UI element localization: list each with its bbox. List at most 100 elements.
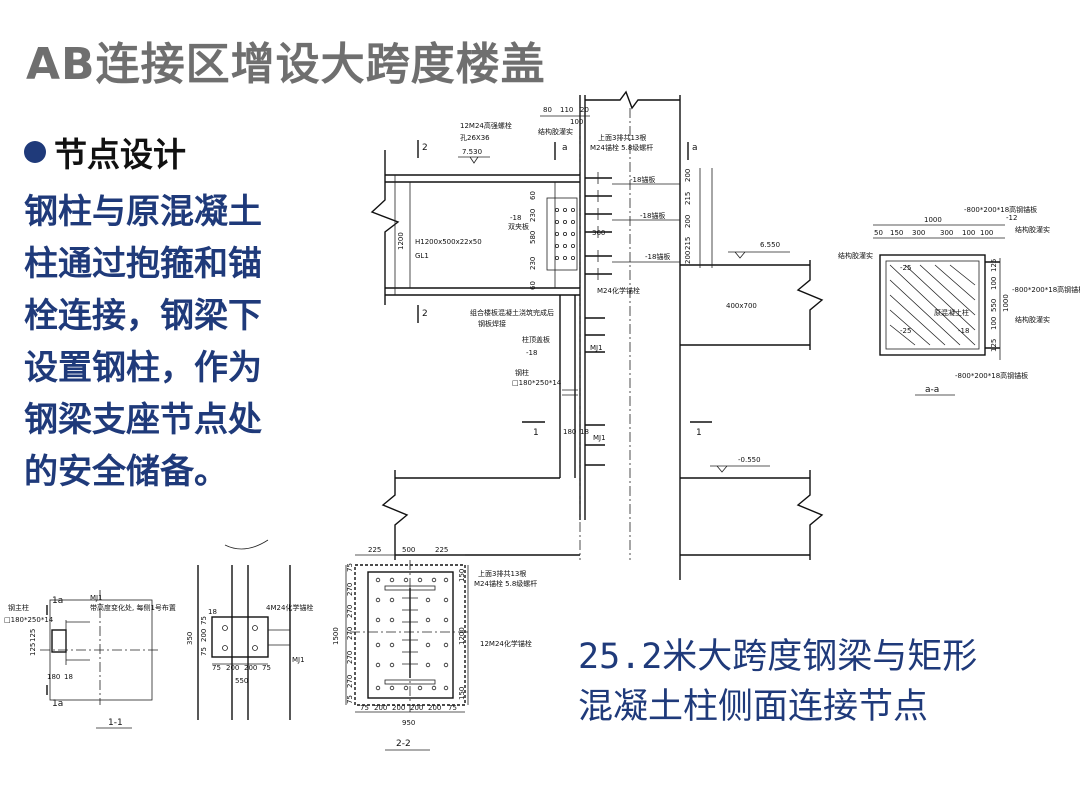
side-plate: 18 xyxy=(208,608,217,616)
sect-1-right: 1 xyxy=(696,428,702,438)
steel-col: 钢柱 xyxy=(515,368,529,377)
s22-b-200c: 200 xyxy=(410,704,423,712)
dim-top-20: 20 xyxy=(580,106,589,114)
plate-18-a: -18锚板 xyxy=(630,175,655,184)
s22-l-270a: 270 xyxy=(346,583,354,596)
s11-dim-18: 18 xyxy=(64,673,73,681)
heading-text: 节点设计 xyxy=(54,135,186,174)
s22-b-200d: 200 xyxy=(428,704,441,712)
aa-r-125b: 125 xyxy=(990,339,998,352)
page-title: AB连接区增设大跨度楼盖 xyxy=(26,39,546,90)
side-anchor: 4M24化学锚栓 xyxy=(266,603,313,612)
plate-18-c: -18锚板 xyxy=(645,252,670,261)
dim-l-60b: 60 xyxy=(529,281,537,290)
steel-col-size: □180*250*14 xyxy=(512,379,562,387)
s22-l-270e: 270 xyxy=(346,675,354,688)
dim-r-215a: 215 xyxy=(684,192,692,205)
body-text: 钢柱与原混凝土 柱通过抱箍和锚 栓连接，钢梁下 设置钢柱，作为 钢梁支座节点处 … xyxy=(24,192,262,492)
diagram-caption: 25.2米大跨度钢梁与矩形 混凝土柱侧面连接节点 xyxy=(578,637,978,727)
s22-r-150a: 150 xyxy=(458,569,466,582)
side-dim-v2: 200 xyxy=(200,629,208,642)
s22-r-1200: 1200 xyxy=(458,627,466,645)
aa-r-550: 550 xyxy=(990,299,998,312)
aa-dim-150: 150 xyxy=(890,229,903,237)
aa-top-plate: -800*200*18高钢锚板 xyxy=(964,205,1037,214)
beam-label-2: GL1 xyxy=(415,252,429,260)
s11-dim-v1: 125 xyxy=(29,629,37,642)
sect-1-left: 1 xyxy=(533,428,539,438)
side-dim-h1: 75 xyxy=(212,664,221,672)
dim-l-230b: 230 xyxy=(529,257,537,270)
aa-plate-18: -18 xyxy=(958,327,969,335)
aa-r-total: 1000 xyxy=(1002,294,1010,312)
s22-r-150b: 150 xyxy=(458,687,466,700)
mj1-a: MJ1 xyxy=(590,344,603,352)
aa-dim-1000: 1000 xyxy=(924,216,942,224)
dim-l-230a: 230 xyxy=(529,209,537,222)
side-dim-550: 550 xyxy=(235,677,248,685)
s22-bolt-grid xyxy=(375,577,449,691)
s22-caption: 2-2 xyxy=(396,739,411,749)
aa-weld-2: 结构胶灌实 xyxy=(838,251,873,260)
dim-r-200c: 200 xyxy=(684,251,692,264)
s11-mj1: MJ1 xyxy=(90,594,103,602)
s11-dim-180: 180 xyxy=(47,673,60,681)
aa-caption: a-a xyxy=(925,385,939,395)
s22-l-270c: 270 xyxy=(346,627,354,640)
dim-r-200b: 200 xyxy=(684,215,692,228)
s22-dim-500: 500 xyxy=(402,546,415,554)
aa-weld-3: 结构胶灌实 xyxy=(1015,315,1050,324)
bolt-note-1: 12M24高强螺栓 xyxy=(460,121,512,130)
aa-r-100b: 100 xyxy=(990,317,998,330)
side-dim-h3: 200 xyxy=(244,664,257,672)
aa-dim-100a: 100 xyxy=(962,229,975,237)
aa-weld-1: 结构胶灌实 xyxy=(1015,225,1050,234)
label-anchor-2: M24锚栓 5.8级螺杆 xyxy=(590,143,653,152)
section-2-2: 225 500 225 上面3排共13根 M24锚栓 5.8级螺杆 75 270… xyxy=(332,546,537,751)
aa-r-125a: 125 xyxy=(990,259,998,272)
s11-caption: 1-1 xyxy=(108,718,123,728)
dim-180: 180 xyxy=(563,428,576,436)
mj1-b: MJ1 xyxy=(593,434,606,442)
s22-b-200b: 200 xyxy=(392,704,405,712)
note-grout-2: 钢板焊接 xyxy=(478,319,506,328)
s11-col-size: □180*250*14 xyxy=(4,616,54,624)
cap-plate: 柱顶盖板 xyxy=(522,335,550,344)
s22-anchor-2: M24锚栓 5.8级螺杆 xyxy=(474,579,537,588)
s22-l-270d: 270 xyxy=(346,651,354,664)
dim-1200: 1200 xyxy=(397,232,405,250)
s22-l-75a: 75 xyxy=(346,563,354,572)
s22-dim-225b: 225 xyxy=(435,546,448,554)
aa-plate-25b: -25 xyxy=(900,327,911,335)
section-heading: 节点设计 xyxy=(24,128,186,176)
side-dim-h4: 75 xyxy=(262,664,271,672)
dim-top-110: 110 xyxy=(560,106,573,114)
stiff-label: -18 xyxy=(510,214,521,222)
aa-inner-label: 原混凝土柱 xyxy=(934,308,969,317)
side-dim-v1: 75 xyxy=(200,616,208,625)
s11-dim-v2: 125 xyxy=(29,643,37,656)
aa-r-100a: 100 xyxy=(990,277,998,290)
s22-dim-950: 950 xyxy=(402,719,415,727)
aa-plate-25a: -25 xyxy=(900,264,911,272)
s22-chem: 12M24化学锚栓 xyxy=(480,639,532,648)
aa-dim-300b: 300 xyxy=(940,229,953,237)
dim-top-80: 80 xyxy=(543,106,552,114)
label-weld-top: 结构胶灌实 xyxy=(538,127,573,136)
note-grout-1: 组合楼板混凝土浇筑完成后 xyxy=(470,308,554,317)
col-size: 400x700 xyxy=(726,302,757,310)
aa-dim-100b: 100 xyxy=(980,229,993,237)
elev-top: 7.530 xyxy=(462,148,482,156)
beam-label-1: H1200x500x22x50 xyxy=(415,238,482,246)
side-dim-350: 350 xyxy=(186,632,194,645)
s22-l-75b: 75 xyxy=(346,695,354,704)
main-elevation-section: 80 110 20 100 12M24高强螺栓 孔26X36 7.530 结构胶… xyxy=(370,90,824,580)
plate-18-b: -18锚板 xyxy=(640,211,665,220)
side-mj1: MJ1 xyxy=(292,656,305,664)
cap-plate-t: -18 xyxy=(526,349,537,357)
sect-a-right: a xyxy=(692,143,698,153)
s22-b-75a: 75 xyxy=(360,704,369,712)
dim-l-60a: 60 xyxy=(529,191,537,200)
dim-360: 360 xyxy=(592,229,605,237)
section-1-1: MJ1 带高度变化处, 每侧1号布置 钢主柱 □180*250*14 125 1… xyxy=(4,590,176,729)
